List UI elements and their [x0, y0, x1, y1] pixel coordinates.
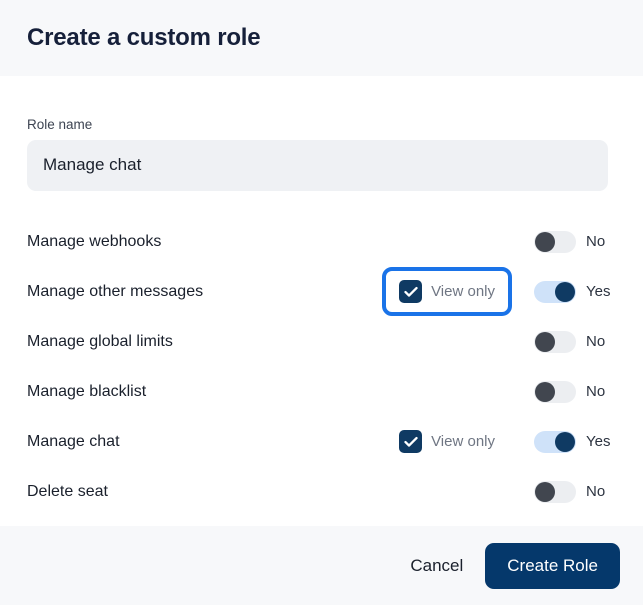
- toggle-state-label: No: [586, 383, 606, 400]
- view-only-checkbox-group[interactable]: View only: [382, 417, 512, 466]
- dialog-body: Role name Manage webhooksView onlyNoMana…: [0, 76, 643, 526]
- checkmark-icon[interactable]: [399, 280, 423, 303]
- toggle-state-label: No: [586, 333, 606, 350]
- permission-row: Manage other messages View only Yes: [27, 267, 616, 317]
- dialog-footer: Cancel Create Role: [0, 526, 643, 605]
- permission-toggle-group: No: [534, 330, 616, 353]
- toggle-knob: [555, 281, 575, 302]
- toggle-state-label: Yes: [586, 433, 611, 450]
- checkmark-icon[interactable]: [399, 430, 423, 453]
- role-name-field-group: Role name: [27, 76, 616, 191]
- permission-label: Manage blacklist: [27, 382, 147, 400]
- view-only-label: View only: [431, 433, 495, 450]
- permission-row: Manage blacklistView onlyNo: [27, 367, 616, 417]
- toggle-state-label: Yes: [586, 283, 611, 300]
- permission-toggle[interactable]: [534, 480, 576, 503]
- permission-toggle[interactable]: [534, 330, 576, 353]
- toggle-knob: [535, 481, 555, 502]
- permission-row: Manage global limitsView onlyNo: [27, 317, 616, 367]
- permission-label: Manage chat: [27, 432, 120, 450]
- permission-row: Delete seatView onlyNo: [27, 467, 616, 517]
- page-title: Create a custom role: [27, 24, 261, 51]
- cancel-button[interactable]: Cancel: [388, 545, 485, 586]
- toggle-knob: [535, 331, 555, 352]
- toggle-state-label: No: [586, 233, 606, 250]
- permission-label: Manage global limits: [27, 332, 173, 350]
- toggle-knob: [535, 231, 555, 252]
- role-name-label: Role name: [27, 117, 93, 132]
- permission-toggle[interactable]: [534, 230, 576, 253]
- permission-toggle-group: No: [534, 480, 616, 503]
- toggle-state-label: No: [586, 483, 606, 500]
- permission-label: Delete seat: [27, 482, 108, 500]
- create-role-button[interactable]: Create Role: [485, 542, 620, 589]
- dialog-header: Create a custom role: [0, 0, 643, 76]
- toggle-knob: [555, 431, 575, 452]
- permission-row: Manage webhooksView onlyNo: [27, 217, 616, 267]
- toggle-knob: [535, 381, 555, 402]
- permission-toggle-group: Yes: [534, 280, 616, 303]
- view-only-checkbox-group[interactable]: View only: [382, 267, 512, 316]
- permissions-list: Manage webhooksView onlyNoManage other m…: [27, 217, 616, 517]
- permission-label: Manage other messages: [27, 282, 204, 300]
- permission-row: Manage chat View only Yes: [27, 417, 616, 467]
- permission-toggle[interactable]: [534, 380, 576, 403]
- permission-toggle-group: Yes: [534, 430, 616, 453]
- permission-toggle-group: No: [534, 380, 616, 403]
- permission-toggle-group: No: [534, 230, 616, 253]
- permission-label: Manage webhooks: [27, 232, 162, 250]
- permission-toggle[interactable]: [534, 430, 576, 453]
- view-only-label: View only: [431, 283, 495, 300]
- permission-toggle[interactable]: [534, 280, 576, 303]
- role-name-input[interactable]: [27, 139, 608, 191]
